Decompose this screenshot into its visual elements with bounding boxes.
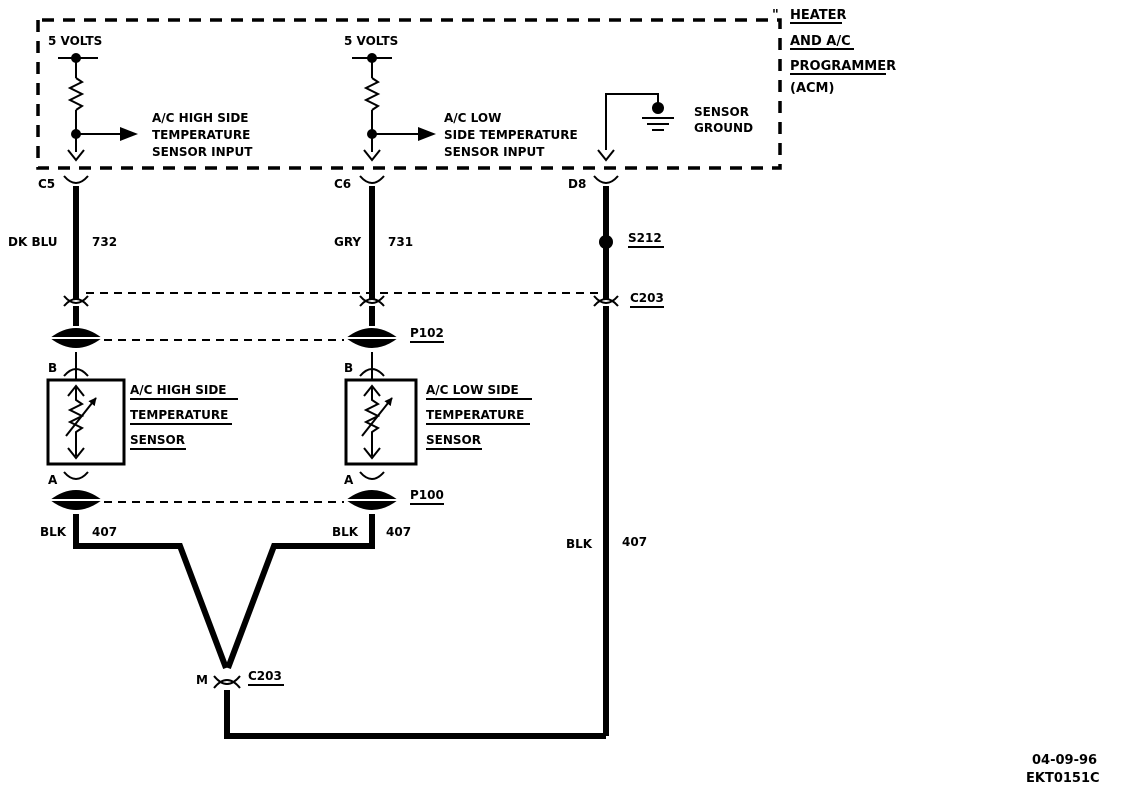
sensor-ground-label: SENSOR GROUND — [694, 105, 753, 135]
sensor-ground-line-2: GROUND — [694, 121, 753, 135]
upper-wires — [73, 186, 613, 300]
terminal-b-right: B — [344, 361, 353, 375]
p102-connector: P102 — [48, 326, 444, 348]
high-side-sensor-label: A/C HIGH SIDE TEMPERATURE SENSOR — [130, 383, 238, 450]
wire-labels-upper: DK BLU 732 GRY 731 S212 — [8, 231, 664, 249]
c203-bottom-label: C203 — [248, 669, 282, 683]
module-title-line-2: AND A/C — [790, 34, 851, 49]
wire-number-731: 731 — [388, 235, 413, 249]
high-sensor-line-1: A/C HIGH SIDE — [130, 383, 227, 397]
left-supply-label: 5 VOLTS — [48, 34, 102, 48]
low-side-input-line-2: SIDE TEMPERATURE — [444, 128, 578, 142]
p100-label: P100 — [410, 488, 444, 502]
low-side-sensor — [344, 378, 418, 466]
terminal-b-left: B — [48, 361, 57, 375]
wire-labels-lower: BLK 407 BLK 407 BLK 407 M C203 — [40, 525, 647, 687]
low-sensor-line-2: TEMPERATURE — [426, 408, 524, 422]
module-terminals: C5 C6 D8 — [38, 175, 619, 191]
c203-top-connector: C203 — [63, 291, 664, 308]
high-side-input-label: A/C HIGH SIDE TEMPERATURE SENSOR INPUT — [152, 111, 253, 159]
terminal-d8: D8 — [568, 177, 586, 191]
terminal-m: M — [196, 673, 208, 687]
wire-color-blk-mid: BLK — [332, 525, 359, 539]
terminal-c6: C6 — [334, 177, 351, 191]
high-side-input-line-1: A/C HIGH SIDE — [152, 111, 249, 125]
figure-date: 04-09-96 — [1032, 753, 1097, 768]
lower-ground-wiring — [73, 514, 606, 739]
high-sensor-line-2: TEMPERATURE — [130, 408, 228, 422]
a-terminals: A A — [48, 471, 385, 487]
right-supply-label: 5 VOLTS — [344, 34, 398, 48]
terminal-a-left: A — [48, 473, 58, 487]
module-boundary — [36, 18, 782, 170]
low-side-sensor-label: A/C LOW SIDE TEMPERATURE SENSOR — [426, 383, 532, 450]
wire-color-gry: GRY — [334, 235, 361, 249]
module-title-line-1: HEATER — [790, 8, 847, 23]
wire-number-732: 732 — [92, 235, 117, 249]
wire-number-407-left: 407 — [92, 525, 117, 539]
module-title-line-3: PROGRAMMER — [790, 59, 896, 74]
high-sensor-line-3: SENSOR — [130, 433, 185, 447]
splice-s212 — [599, 235, 613, 249]
wire-color-dk-blu: DK BLU — [8, 235, 58, 249]
figure-code: EKT0151C — [1026, 771, 1100, 786]
figure-footer: 04-09-96 EKT0151C — [1026, 753, 1100, 786]
sensor-ground-line-1: SENSOR — [694, 105, 749, 119]
svg-text:": " — [772, 8, 779, 23]
low-sensor-line-3: SENSOR — [426, 433, 481, 447]
left-pullup-circuit: 5 VOLTS — [48, 34, 138, 162]
low-side-input-line-1: A/C LOW — [444, 111, 501, 125]
sensor-ground-circuit — [597, 93, 674, 162]
b-terminals: B B — [48, 352, 385, 380]
wire-color-blk-left: BLK — [40, 525, 67, 539]
right-pullup-circuit: 5 VOLTS — [344, 34, 436, 162]
high-side-input-arrow-icon — [120, 127, 138, 141]
wire-color-blk-right: BLK — [566, 537, 593, 551]
high-side-input-line-2: TEMPERATURE — [152, 128, 250, 142]
low-side-input-label: A/C LOW SIDE TEMPERATURE SENSOR INPUT — [444, 111, 578, 159]
p100-connector: P100 — [48, 488, 444, 510]
p102-label: P102 — [410, 326, 444, 340]
module-title-line-4: (ACM) — [790, 81, 834, 96]
module-title: " HEATER AND A/C PROGRAMMER (ACM) — [772, 8, 896, 96]
high-side-input-line-3: SENSOR INPUT — [152, 145, 253, 159]
wire-number-407-right: 407 — [622, 535, 647, 549]
terminal-a-right: A — [344, 473, 354, 487]
low-side-input-line-3: SENSOR INPUT — [444, 145, 545, 159]
wire-number-407-mid: 407 — [386, 525, 411, 539]
high-side-sensor — [46, 378, 126, 466]
low-side-input-arrow-icon — [418, 127, 436, 141]
splice-s212-label: S212 — [628, 231, 662, 245]
low-sensor-line-1: A/C LOW SIDE — [426, 383, 519, 397]
terminal-c5: C5 — [38, 177, 55, 191]
c203-top-label: C203 — [630, 291, 664, 305]
